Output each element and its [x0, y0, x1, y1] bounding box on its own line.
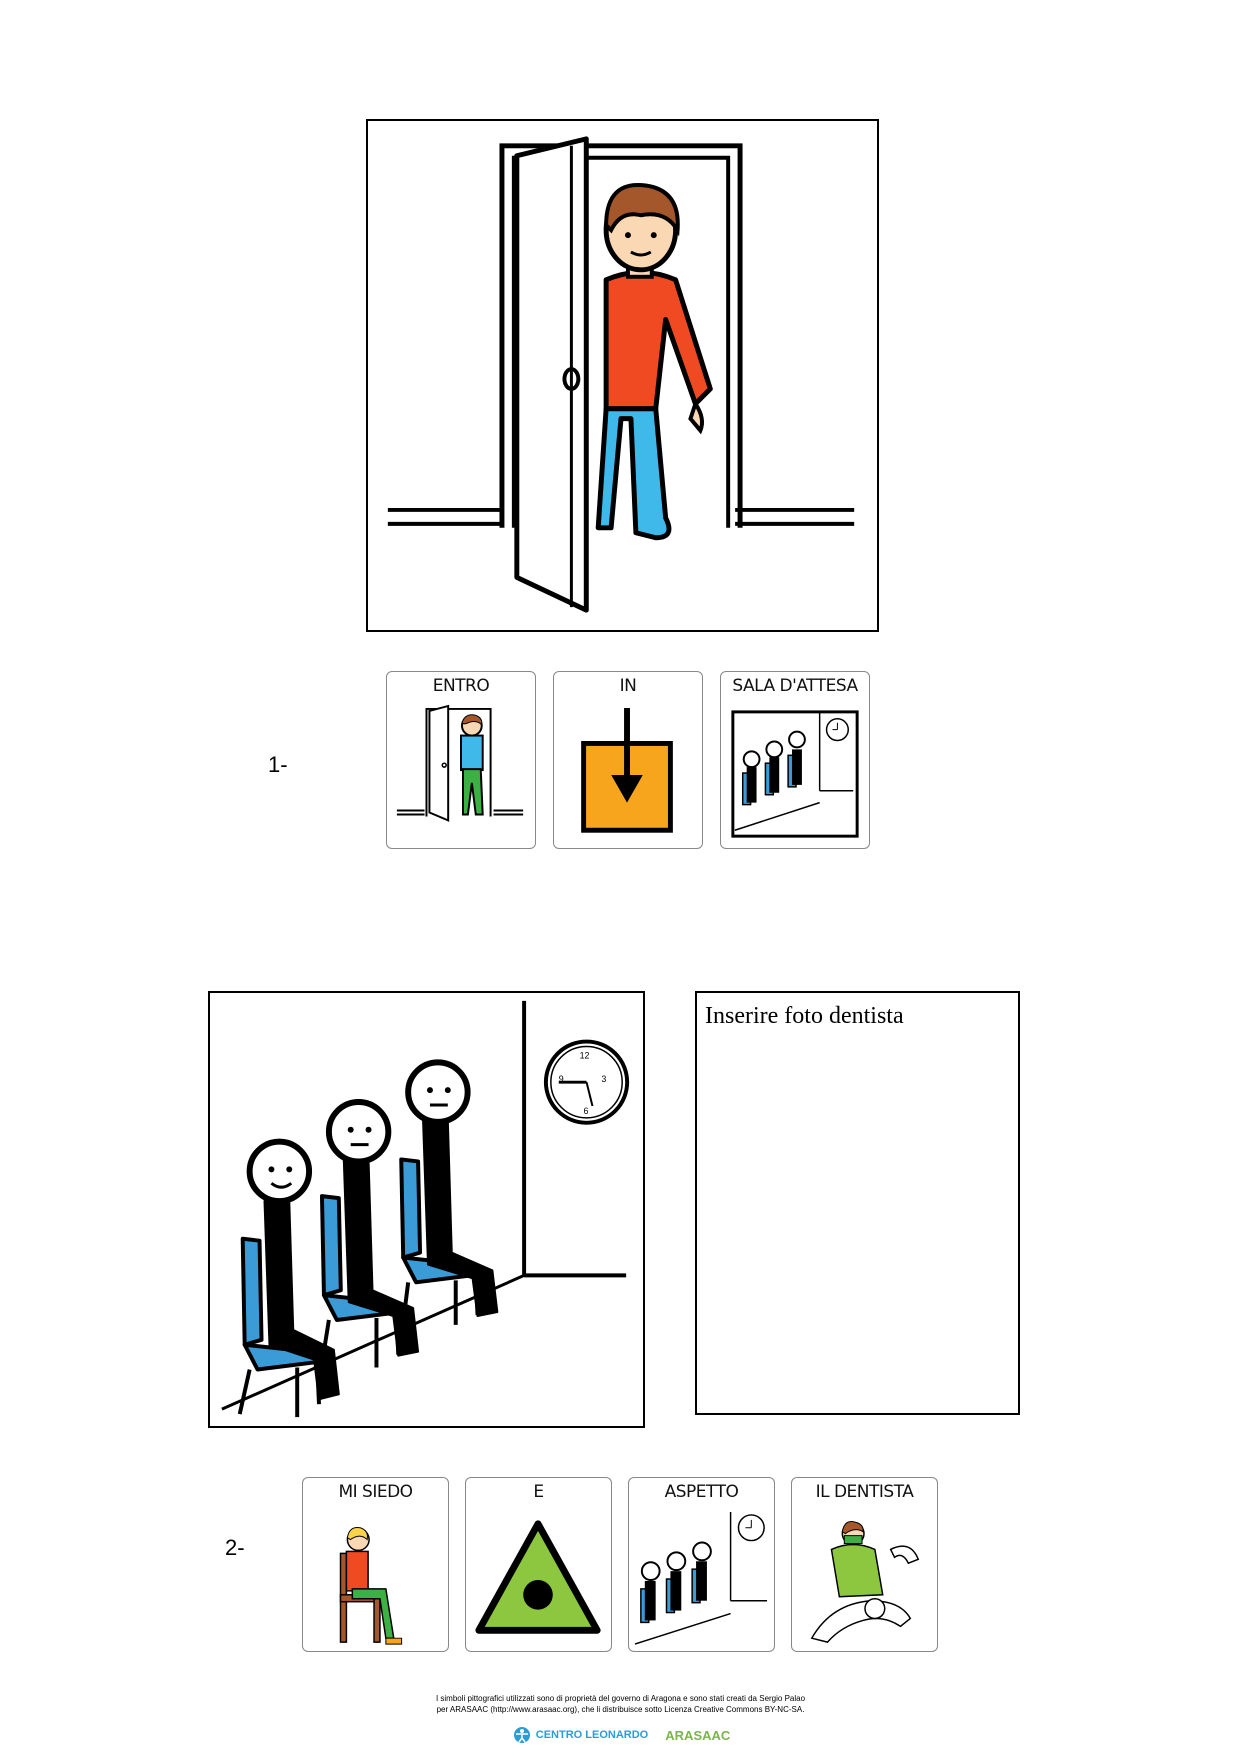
svg-text:3: 3	[601, 1074, 606, 1084]
person-icon	[513, 1727, 530, 1743]
waiting-people-icon	[634, 1511, 768, 1645]
attribution-footer: I simboli pittografici utilizzati sono d…	[0, 1693, 1241, 1715]
pictogram-card-entro: ENTRO	[386, 671, 536, 849]
card-label: SALA D'ATTESA	[732, 676, 858, 696]
step2-main-picture: 12 3 6 9	[208, 991, 645, 1428]
attribution-line-1: I simboli pittografici utilizzati sono d…	[435, 1694, 806, 1703]
attribution-line-2: per ARASAAC (http://www.arasaac.org), ch…	[436, 1705, 805, 1714]
logo-text-leonardo: CENTRO LEONARDO	[535, 1729, 649, 1741]
card-label: E	[533, 1482, 544, 1502]
pictogram-card-sala-d-attesa: SALA D'ATTESA	[720, 671, 870, 849]
step-number: 2-	[225, 1535, 245, 1560]
pictogram-card-il-dentista: IL DENTISTA	[791, 1477, 938, 1652]
pictogram-card-aspetto: ASPETTO	[628, 1477, 775, 1652]
logo-text-arasaac: ARASAAC	[665, 1728, 731, 1744]
arrow-into-box-icon	[581, 707, 673, 833]
svg-text:6: 6	[584, 1106, 589, 1116]
boy-at-door-icon	[396, 704, 524, 822]
waiting-room-illustration: 12 3 6 9	[221, 1000, 630, 1418]
card-label: IL DENTISTA	[815, 1482, 914, 1502]
dentist-photo-placeholder: Inserire foto dentista	[695, 991, 1020, 1415]
pictogram-card-e: E	[465, 1477, 612, 1652]
placeholder-text: Inserire foto dentista	[705, 1003, 904, 1029]
pictogram-card-in: IN	[553, 671, 703, 849]
card-label: ENTRO	[432, 676, 490, 696]
dentist-icon	[810, 1521, 920, 1643]
pictogram-card-mi-siedo: MI SIEDO	[302, 1477, 449, 1652]
waiting-room-icon	[731, 710, 859, 838]
centro-leonardo-logo: CENTRO LEONARDO	[511, 1726, 649, 1744]
arasaac-logo: ARASAAC	[665, 1727, 730, 1743]
card-label: ASPETTO	[664, 1482, 739, 1502]
green-triangle-icon	[475, 1520, 601, 1634]
card-label: MI SIEDO	[338, 1482, 413, 1502]
card-label: IN	[619, 676, 637, 696]
svg-text:9: 9	[559, 1074, 564, 1084]
boy-sitting-icon	[339, 1526, 403, 1645]
boy-entering-door-illustration	[387, 136, 855, 613]
step1-main-picture	[366, 119, 879, 632]
svg-text:12: 12	[580, 1050, 590, 1060]
step-number: 1-	[268, 752, 288, 777]
logo-bar: CENTRO LEONARDO ARASAAC	[0, 1726, 1241, 1744]
